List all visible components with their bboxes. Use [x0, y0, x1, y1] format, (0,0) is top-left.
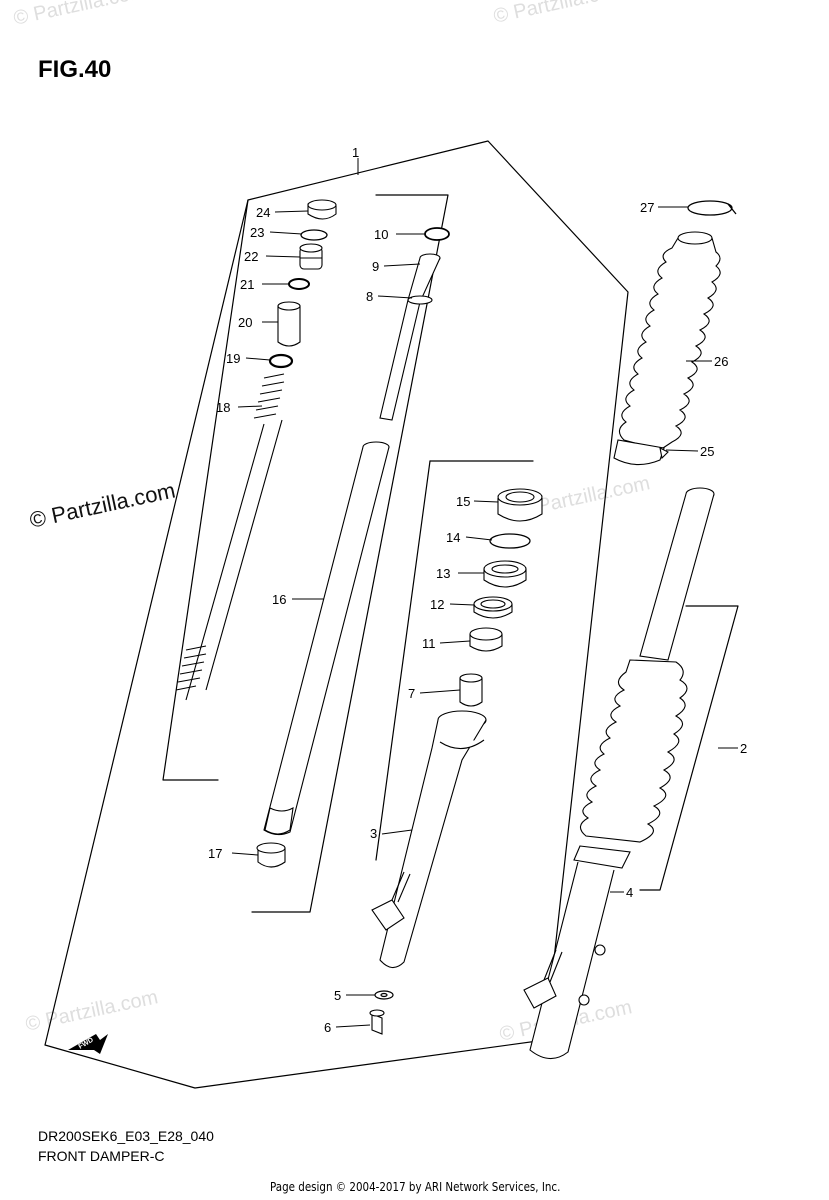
part-19-washer: [268, 353, 294, 369]
part-16-inner-tube: [263, 441, 390, 836]
part-20-spacer: [277, 301, 301, 347]
callout-10: 10: [374, 227, 388, 242]
callout-25: 25: [700, 444, 714, 459]
figure-title: FIG.40: [38, 56, 112, 83]
page-credit: Page design © 2004-2017 by ARI Network S…: [270, 1180, 561, 1194]
part-27-clamp: [687, 200, 737, 216]
callout-24: 24: [256, 205, 270, 220]
group-box-outer-tube-left: [375, 460, 431, 861]
model-code: DR200SEK6_E03_E28_040: [38, 1128, 214, 1144]
part-13-washer: [483, 560, 527, 588]
part-26-boot: [618, 231, 721, 451]
part-21-o-ring: [288, 278, 310, 290]
fwd-arrow-icon: FWD: [68, 1034, 108, 1054]
callout-23: 23: [250, 225, 264, 240]
callout-27: 27: [640, 200, 654, 215]
part-23-circlip: [300, 229, 328, 241]
callout-1: 1: [352, 145, 359, 160]
callout-4: 4: [626, 885, 633, 900]
callout-9: 9: [372, 259, 379, 274]
callout-19: 19: [226, 351, 240, 366]
part-11-bushing: [469, 627, 503, 652]
part-15-oil-seal: [497, 488, 543, 522]
group-box-inner-tube: [251, 194, 449, 913]
callout-3: 3: [370, 826, 377, 841]
callout-15: 15: [456, 494, 470, 509]
part-9-damper-rod: [379, 253, 441, 421]
part-18-spring: [175, 373, 285, 701]
part-5-washer: [374, 990, 394, 1000]
group-box-2: [639, 605, 739, 891]
leader-lines: [231, 158, 738, 1028]
part-2-fork-assembly: [523, 487, 715, 1060]
callout-5: 5: [334, 988, 341, 1003]
callout-18: 18: [216, 400, 230, 415]
callout-labels: 1 2 3 4 5 6 7 8 9 10 11 12 13 14 15 16 1…: [208, 145, 747, 1035]
callout-8: 8: [366, 289, 373, 304]
callout-17: 17: [208, 846, 222, 861]
callout-20: 20: [238, 315, 252, 330]
callout-21: 21: [240, 277, 254, 292]
part-12-bushing: [473, 596, 513, 619]
callout-14: 14: [446, 530, 460, 545]
part-14-circlip: [489, 533, 531, 549]
callout-2: 2: [740, 741, 747, 756]
callout-16: 16: [272, 592, 286, 607]
part-7-oil-lock-piece: [459, 673, 483, 707]
callout-12: 12: [430, 597, 444, 612]
part-6-bolt: [369, 1009, 385, 1035]
part-24-cap: [307, 199, 337, 220]
group-box-spring: [162, 199, 249, 781]
callout-6: 6: [324, 1020, 331, 1035]
part-25-boot-base: [613, 439, 669, 466]
part-3-outer-tube: [371, 710, 487, 969]
part-17-bushing: [256, 842, 286, 868]
callout-11: 11: [422, 636, 436, 651]
part-10-ring: [424, 227, 450, 241]
callout-26: 26: [714, 354, 728, 369]
group-name: FRONT DAMPER-C: [38, 1148, 165, 1164]
callout-7: 7: [408, 686, 415, 701]
callout-22: 22: [244, 249, 258, 264]
callout-13: 13: [436, 566, 450, 581]
part-22-bolt: [299, 243, 323, 270]
